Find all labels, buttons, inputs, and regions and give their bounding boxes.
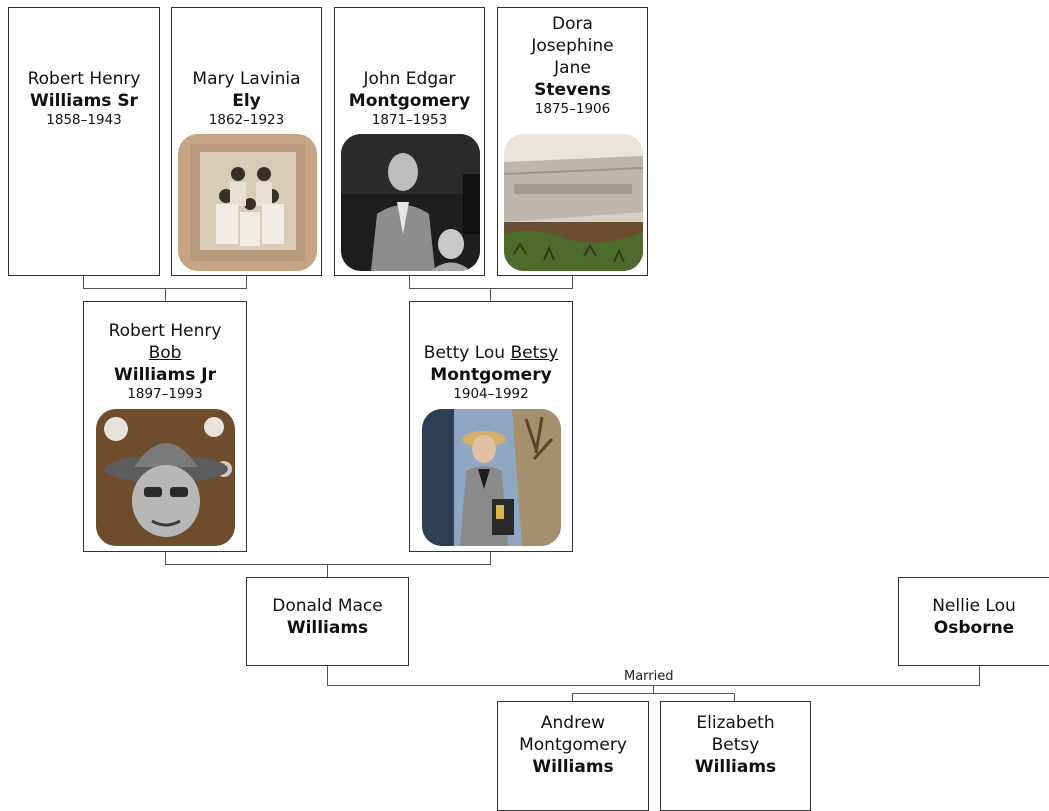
connector-line: [572, 275, 573, 288]
connector-line: [490, 288, 491, 302]
family-portrait-photo[interactable]: [178, 134, 317, 271]
nickname: Betsy: [510, 343, 559, 363]
given-name: Robert Henry: [108, 321, 222, 341]
connector-line: [409, 288, 573, 289]
person-card-betty-lou-montgomery[interactable]: Betty Lou Betsy Montgomery 1904–1992: [409, 301, 573, 552]
given-name: Robert Henry: [27, 69, 141, 89]
given-name: Betty Lou: [423, 343, 506, 363]
nickname: Bob: [148, 343, 182, 363]
given-name: Betsy: [711, 735, 760, 755]
surname: Williams Jr: [114, 365, 216, 385]
connector-line: [83, 275, 84, 288]
given-name: Elizabeth: [696, 713, 775, 733]
person-card-andrew-montgomery-williams[interactable]: Andrew Montgomery Williams: [497, 701, 649, 811]
surname: Williams Sr: [30, 91, 138, 111]
life-dates: 1858–1943: [46, 112, 122, 128]
connector-line: [327, 564, 328, 578]
married-label: Married: [622, 669, 676, 684]
connector-line: [734, 693, 735, 702]
given-name: Jane: [554, 58, 591, 78]
connector-line: [165, 288, 166, 302]
portrait-photo[interactable]: [341, 134, 480, 271]
life-dates: 1875–1906: [534, 101, 611, 117]
portrait-photo[interactable]: [422, 409, 561, 546]
life-dates: 1862–1923: [208, 112, 285, 128]
surname: Montgomery: [348, 91, 471, 111]
connector-line: [165, 564, 491, 565]
life-dates: 1871–1953: [371, 112, 448, 128]
person-card-robert-henry-williams-sr[interactable]: Robert Henry Williams Sr 1858–1943: [8, 7, 160, 276]
person-card-nellie-lou-osborne[interactable]: Nellie Lou Osborne: [898, 577, 1049, 666]
portrait-photo[interactable]: [96, 409, 235, 546]
headstone-photo[interactable]: [504, 134, 643, 271]
person-card-elizabeth-betsy-williams[interactable]: Elizabeth Betsy Williams: [660, 701, 811, 811]
surname: Williams: [286, 618, 369, 638]
given-name: John Edgar: [363, 69, 456, 89]
connector-line: [572, 693, 735, 694]
person-card-donald-mace-williams[interactable]: Donald Mace Williams: [246, 577, 409, 666]
connector-line: [979, 665, 980, 685]
connector-line: [572, 693, 573, 702]
person-card-mary-lavinia-ely[interactable]: Mary Lavinia Ely 1862–1923: [171, 7, 322, 276]
life-dates: 1904–1992: [453, 386, 529, 402]
connector-line: [490, 551, 491, 564]
given-name: Josephine: [531, 36, 614, 56]
person-card-robert-henry-williams-jr[interactable]: Robert Henry Bob Williams Jr 1897–1993: [83, 301, 247, 552]
connector-line: [165, 551, 166, 564]
given-name: Montgomery: [519, 735, 627, 755]
life-dates: 1897–1993: [127, 386, 203, 402]
surname: Ely: [232, 91, 261, 111]
connector-line: [246, 275, 247, 288]
connector-line: [327, 665, 328, 685]
surname: Montgomery: [430, 365, 552, 385]
given-name: Dora: [552, 14, 593, 34]
surname: Osborne: [933, 618, 1015, 638]
person-card-john-edgar-montgomery[interactable]: John Edgar Montgomery 1871–1953: [334, 7, 485, 276]
surname: Williams: [532, 757, 614, 777]
given-name: Donald Mace: [272, 596, 383, 616]
surname: Stevens: [534, 80, 611, 100]
person-card-dora-josephine-jane-stevens[interactable]: Dora Josephine Jane Stevens 1875–1906: [497, 7, 648, 276]
connector-line: [409, 275, 410, 288]
given-name: Andrew: [540, 713, 606, 733]
given-name: Mary Lavinia: [192, 69, 301, 89]
surname: Williams: [694, 757, 777, 777]
connector-line: [653, 685, 654, 693]
given-name: Nellie Lou: [932, 596, 1016, 616]
